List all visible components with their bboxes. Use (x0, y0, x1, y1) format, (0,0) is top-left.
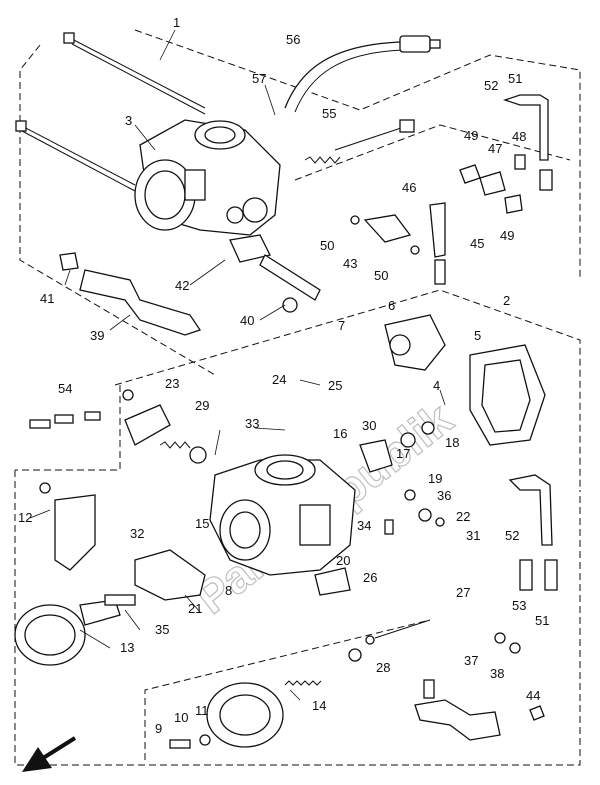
callout-43: 43 (343, 256, 357, 271)
callout-31: 31 (466, 528, 480, 543)
callout-16: 16 (333, 426, 347, 441)
callout-51-upper: 51 (508, 71, 522, 86)
callout-52-upper: 52 (484, 78, 498, 93)
callout-38: 38 (490, 666, 504, 681)
callout-50-left: 50 (320, 238, 334, 253)
callout-5: 5 (474, 328, 481, 343)
callout-49-lower: 49 (500, 228, 514, 243)
callout-52-lower: 52 (505, 528, 519, 543)
throttle-cable (284, 35, 441, 113)
callout-44: 44 (526, 688, 540, 703)
callout-1: 1 (173, 15, 180, 30)
callout-8: 8 (225, 583, 232, 598)
callout-55: 55 (322, 106, 336, 121)
callout-51-lower: 51 (535, 613, 549, 628)
callout-28: 28 (376, 660, 390, 675)
hoses-lower-right (508, 474, 558, 591)
callout-18: 18 (445, 435, 459, 450)
float-bowl-2 (469, 344, 546, 446)
fitting-42 (229, 234, 321, 313)
callout-17: 17 (396, 446, 410, 461)
bracket-44 (414, 679, 501, 741)
callout-39: 39 (90, 328, 104, 343)
callout-9: 9 (155, 721, 162, 736)
callout-20: 20 (336, 553, 350, 568)
callout-42: 42 (175, 278, 189, 293)
sensor-6 (384, 314, 446, 371)
callout-36: 36 (437, 488, 451, 503)
callout-labels: 1 56 57 3 55 52 51 49 47 48 46 49 45 50 … (18, 15, 549, 736)
parts-left-middle (29, 389, 207, 464)
callout-53: 53 (512, 598, 526, 613)
callout-49-upper: 49 (464, 128, 478, 143)
callout-15: 15 (195, 516, 209, 531)
callout-25: 25 (328, 378, 342, 393)
group-outline-lower (14, 289, 581, 766)
callout-26: 26 (363, 570, 377, 585)
through-rod-lower (15, 120, 136, 192)
callout-37: 37 (464, 653, 478, 668)
callout-54: 54 (58, 381, 72, 396)
callout-50-right: 50 (374, 268, 388, 283)
callout-11: 11 (195, 703, 209, 718)
callout-41: 41 (40, 291, 54, 306)
direction-arrow (22, 736, 77, 772)
callout-22: 22 (456, 509, 470, 524)
small-parts-center (314, 421, 445, 596)
callout-2: 2 (503, 293, 510, 308)
callout-27: 27 (456, 585, 470, 600)
lower-carburetor-body (209, 454, 356, 576)
callout-46: 46 (402, 180, 416, 195)
needle-28 (348, 619, 431, 662)
callout-29: 29 (195, 398, 209, 413)
upper-carburetor-body (134, 119, 281, 236)
callout-12: 12 (18, 510, 32, 525)
washers (494, 632, 545, 721)
callout-34: 34 (357, 518, 371, 533)
through-rod-upper (63, 32, 206, 115)
fuel-fittings-right (350, 94, 553, 285)
callout-10: 10 (174, 710, 188, 725)
callout-33: 33 (245, 416, 259, 431)
callout-32: 32 (130, 526, 144, 541)
callout-13: 13 (120, 640, 134, 655)
callout-23: 23 (165, 376, 179, 391)
diaphragm-13 (14, 599, 121, 666)
leader-lines (29, 29, 446, 701)
callout-19: 19 (428, 471, 442, 486)
callout-56: 56 (286, 32, 300, 47)
bracket-12 (39, 482, 96, 571)
callout-48: 48 (512, 129, 526, 144)
callout-21: 21 (188, 601, 202, 616)
callout-57: 57 (252, 71, 266, 86)
chamber-cover (169, 680, 322, 749)
callout-4: 4 (433, 378, 440, 393)
callout-40: 40 (240, 313, 254, 328)
callout-7: 7 (338, 318, 345, 333)
callout-45: 45 (470, 236, 484, 251)
callout-24: 24 (272, 372, 286, 387)
group-outline-upper (19, 29, 581, 376)
idle-screw-55 (304, 119, 415, 164)
callout-35: 35 (155, 622, 169, 637)
bracket-39 (59, 252, 202, 336)
callout-3: 3 (125, 113, 132, 128)
callout-14: 14 (312, 698, 326, 713)
float-21 (104, 549, 206, 606)
callout-47: 47 (488, 141, 502, 156)
callout-30: 30 (362, 418, 376, 433)
callout-6: 6 (388, 298, 395, 313)
